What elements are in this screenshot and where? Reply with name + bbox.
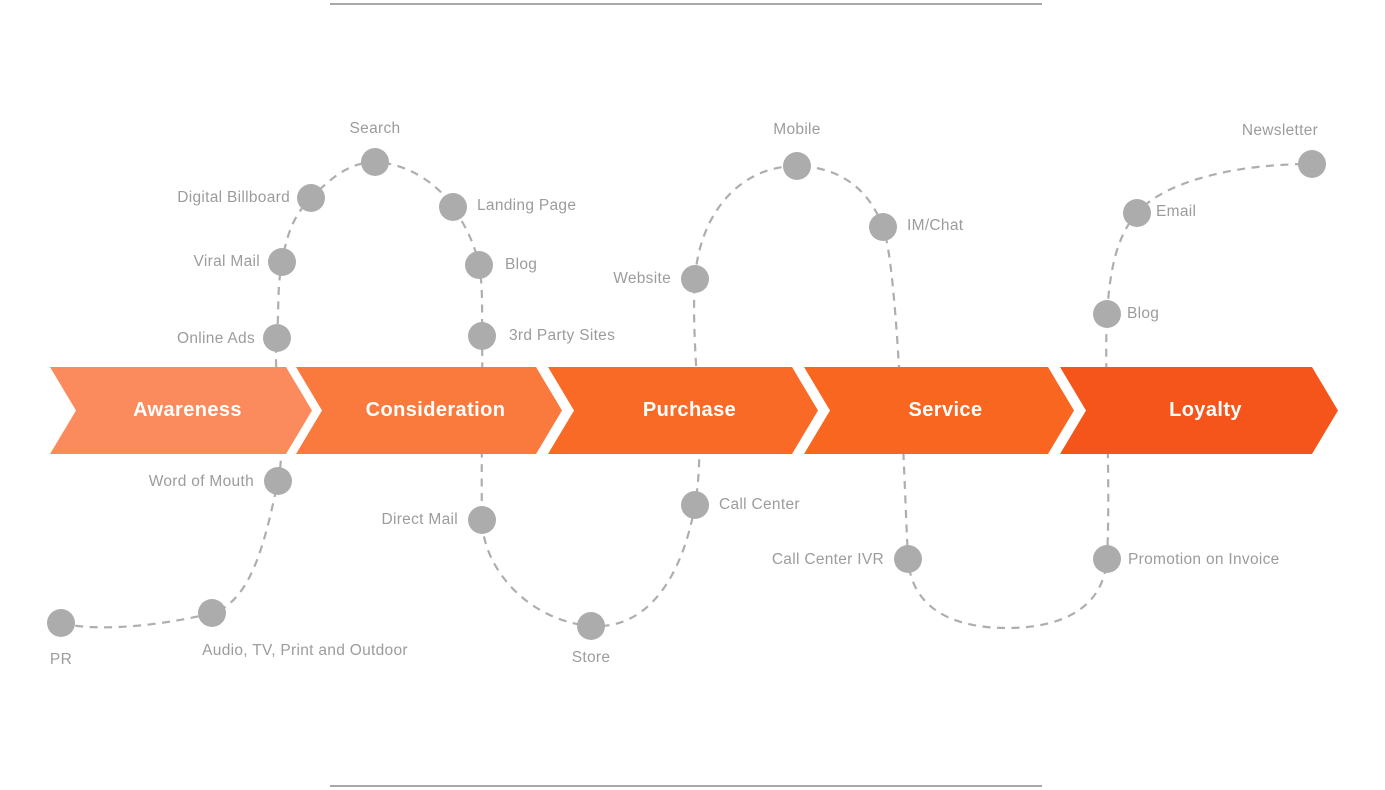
touchpoint-dot-word-of-mouth[interactable] [264, 467, 292, 495]
touchpoint-label-mobile: Mobile [773, 121, 821, 138]
touchpoint-label-online-ads: Online Ads [177, 330, 255, 347]
touchpoint-label-promotion-on-invoice: Promotion on Invoice [1128, 551, 1280, 568]
touchpoint-dot-digital-billboard[interactable] [297, 184, 325, 212]
touchpoint-dot-call-center[interactable] [681, 491, 709, 519]
stage-arrow-service[interactable]: Service [804, 367, 1074, 454]
stage-label-service: Service [908, 399, 983, 421]
touchpoint-dot-email[interactable] [1123, 199, 1151, 227]
touchpoint-label-call-center-ivr: Call Center IVR [771, 551, 884, 568]
touchpoint-dots [47, 148, 1326, 640]
stage-label-awareness: Awareness [133, 399, 242, 421]
touchpoint-label-word-of-mouth: Word of Mouth [148, 473, 254, 490]
touchpoint-label-email: Email [1156, 203, 1197, 220]
touchpoint-dot-im-chat[interactable] [869, 213, 897, 241]
touchpoint-label-newsletter: Newsletter [1241, 122, 1319, 139]
frame-bottom-line [330, 785, 1042, 787]
touchpoint-label-landing-page: Landing Page [477, 197, 577, 214]
touchpoint-dot-landing-page[interactable] [439, 193, 467, 221]
stage-arrow-band: Awareness Consideration Purchase Service Loy… [0, 367, 1385, 454]
touchpoint-dot-call-center-ivr[interactable] [894, 545, 922, 573]
touchpoint-dot-newsletter[interactable] [1298, 150, 1326, 178]
touchpoint-dot-promotion-on-invoice[interactable] [1093, 545, 1121, 573]
touchpoint-dot-audio-tv-print-and-outdoor[interactable] [198, 599, 226, 627]
stage-label-purchase: Purchase [642, 399, 737, 421]
touchpoint-dot-online-ads[interactable] [263, 324, 291, 352]
touchpoint-label-call-center: Call Center [719, 496, 800, 513]
touchpoint-dot-blog[interactable] [465, 251, 493, 279]
touchpoint-dot-3rd-party-sites[interactable] [468, 322, 496, 350]
touchpoint-label-digital-billboard: Digital Billboard [177, 189, 290, 206]
touchpoint-label-blog: Blog [505, 256, 538, 273]
touchpoint-dot-blog[interactable] [1093, 300, 1121, 328]
touchpoint-label-pr: PR [49, 651, 73, 668]
touchpoint-label-store: Store [571, 649, 611, 666]
stage-label-loyalty: Loyalty [1169, 399, 1242, 421]
stage-arrow-purchase[interactable]: Purchase [548, 367, 818, 454]
stage-arrow-loyalty[interactable]: Loyalty [1060, 367, 1338, 454]
touchpoint-dot-pr[interactable] [47, 609, 75, 637]
touchpoint-dot-direct-mail[interactable] [468, 506, 496, 534]
touchpoint-dot-search[interactable] [361, 148, 389, 176]
touchpoint-label-blog: Blog [1127, 305, 1160, 322]
touchpoint-dot-store[interactable] [577, 612, 605, 640]
stage-label-consideration: Consideration [365, 399, 506, 421]
touchpoint-label-direct-mail: Direct Mail [381, 511, 458, 528]
journey-dashed-path [60, 160, 1313, 630]
stage-arrow-consideration[interactable]: Consideration [296, 367, 562, 454]
touchpoint-label-3rd-party-sites: 3rd Party Sites [509, 327, 616, 344]
touchpoint-label-audio-tv-print-and-outdoor: Audio, TV, Print and Outdoor [202, 642, 408, 659]
touchpoint-dot-website[interactable] [681, 265, 709, 293]
touchpoint-dot-viral-mail[interactable] [268, 248, 296, 276]
touchpoint-label-im-chat: IM/Chat [907, 217, 964, 234]
stage-arrow-awareness[interactable]: Awareness [50, 367, 312, 454]
touchpoint-dot-mobile[interactable] [783, 152, 811, 180]
frame-top-line [330, 3, 1042, 5]
touchpoint-label-viral-mail: Viral Mail [193, 253, 260, 270]
touchpoint-label-search: Search [349, 120, 401, 137]
touchpoint-label-website: Website [613, 270, 671, 287]
